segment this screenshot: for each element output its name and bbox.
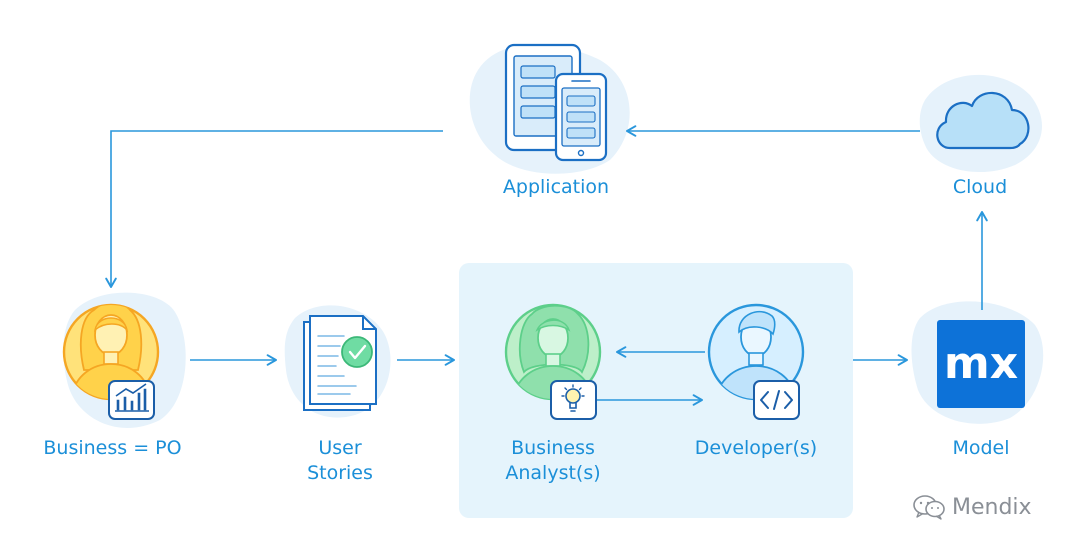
lightbulb-icon: [550, 380, 597, 420]
watermark: Mendix: [912, 492, 1032, 522]
analyst-avatar-icon: [504, 303, 602, 401]
cloud-icon: [936, 91, 1030, 150]
developer-label: Developer(s): [694, 437, 818, 459]
businesswoman-avatar-icon: [62, 303, 160, 401]
user-stories-line1: User: [318, 437, 362, 459]
watermark-text: Mendix: [952, 494, 1032, 520]
business-analyst-label: Business Analyst(s): [493, 436, 613, 486]
developer-avatar-icon: [707, 303, 805, 401]
document-check-icon: [303, 315, 377, 411]
user-stories-label: User Stories: [290, 436, 390, 486]
tablet-phone-icon: [504, 43, 608, 162]
business-po-label: Business = PO: [43, 437, 182, 459]
business-analyst-line1: Business: [511, 437, 595, 459]
application-label: Application: [502, 176, 610, 198]
bar-chart-icon: [108, 380, 155, 420]
cloud-label: Cloud: [952, 176, 1008, 198]
mx-logo-icon: mx: [937, 320, 1025, 408]
model-label: Model: [952, 437, 1010, 459]
wechat-icon: [913, 495, 945, 520]
business-analyst-line2: Analyst(s): [505, 462, 601, 484]
code-icon: [753, 380, 800, 420]
mx-logo-text: mx: [944, 338, 1018, 389]
application-to-po-arrow: [105, 130, 443, 288]
user-stories-line2: Stories: [307, 462, 373, 484]
